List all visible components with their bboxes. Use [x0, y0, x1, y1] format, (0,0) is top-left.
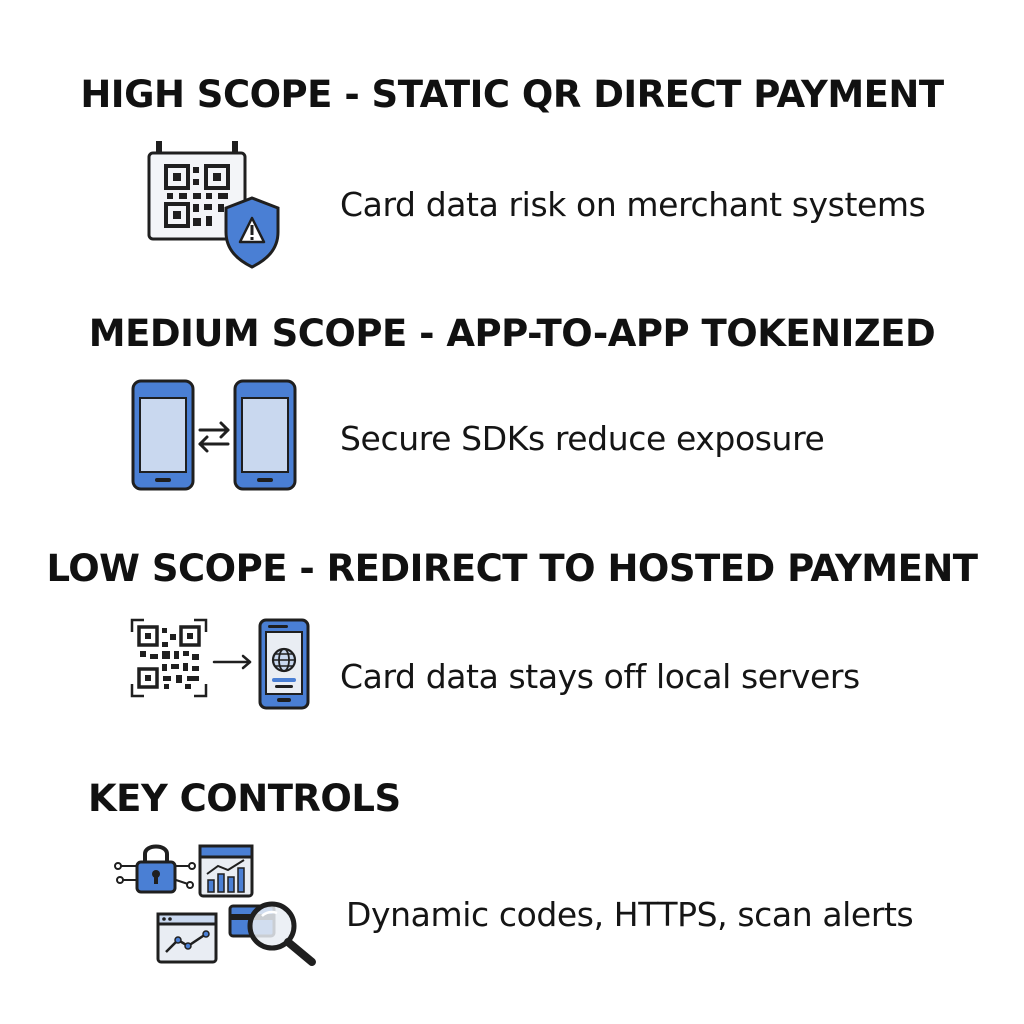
low-scope-description: Card data stays off local servers	[340, 657, 860, 696]
high-scope-description: Card data risk on merchant systems	[340, 185, 926, 224]
key-controls-heading: KEY CONTROLS	[88, 777, 401, 820]
medium-scope-description: Secure SDKs reduce exposure	[340, 419, 825, 458]
low-scope-heading: LOW SCOPE - REDIRECT TO HOSTED PAYMENT	[46, 547, 978, 590]
qr-code-warning-shield-icon	[147, 141, 280, 269]
medium-scope-heading: MEDIUM SCOPE - APP-TO-APP TOKENIZED	[88, 312, 936, 355]
high-scope-heading: HIGH SCOPE - STATIC QR DIRECT PAYMENT	[80, 73, 944, 116]
qr-to-hosted-page-icon	[130, 618, 310, 710]
key-controls-description: Dynamic codes, HTTPS, scan alerts	[346, 895, 914, 934]
phone-to-phone-exchange-icon	[131, 379, 297, 491]
security-controls-icon	[114, 844, 316, 966]
